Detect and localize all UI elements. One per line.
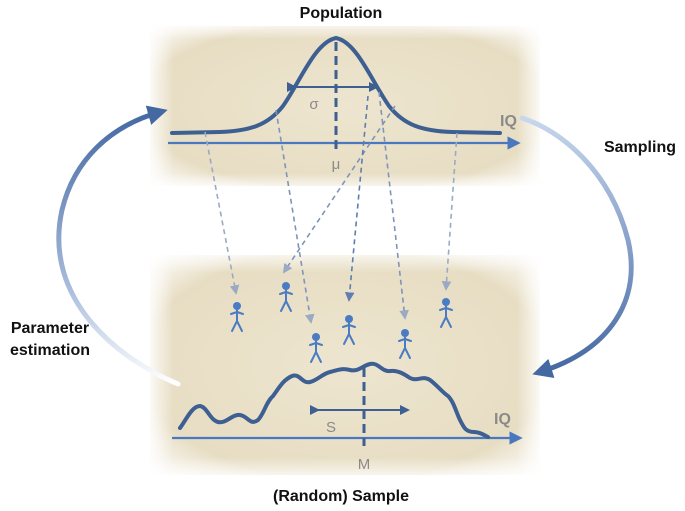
parameter-estimation-curved-arrow (56, 105, 181, 387)
dashed-arrow-6 (441, 132, 458, 291)
person-icon (398, 329, 412, 359)
sample-iq-label: IQ (494, 411, 511, 428)
dashed-arrow-3 (282, 105, 396, 274)
person-icon (439, 298, 453, 328)
dashed-arrow-5 (378, 91, 409, 320)
population-title: Population (300, 5, 383, 22)
population-iq-label: IQ (500, 113, 517, 130)
dashed-arrow-4 (344, 95, 369, 302)
sigma-label: σ (309, 96, 319, 113)
sampling-label: Sampling (604, 139, 676, 156)
s-label: S (326, 419, 336, 436)
sample-panel (150, 255, 540, 475)
sample-distribution-curve (178, 361, 490, 439)
person-icon (279, 282, 293, 312)
parameter-estimation-label-line1: Parameter (11, 320, 89, 337)
parameter-estimation-label-line2: estimation (10, 342, 90, 359)
m-label: M (358, 456, 371, 473)
sample-individuals (230, 282, 453, 363)
population-normal-curve (170, 35, 502, 135)
person-icon (309, 333, 323, 363)
sampling-curved-arrow (519, 115, 634, 378)
person-icon (342, 315, 356, 345)
person-icon (230, 302, 244, 332)
population-panel (150, 26, 540, 186)
sampling-dashed-arrows (204, 91, 458, 324)
mu-label: μ (332, 156, 341, 173)
dashed-arrow-1 (204, 131, 240, 295)
sample-title: (Random) Sample (273, 488, 409, 505)
